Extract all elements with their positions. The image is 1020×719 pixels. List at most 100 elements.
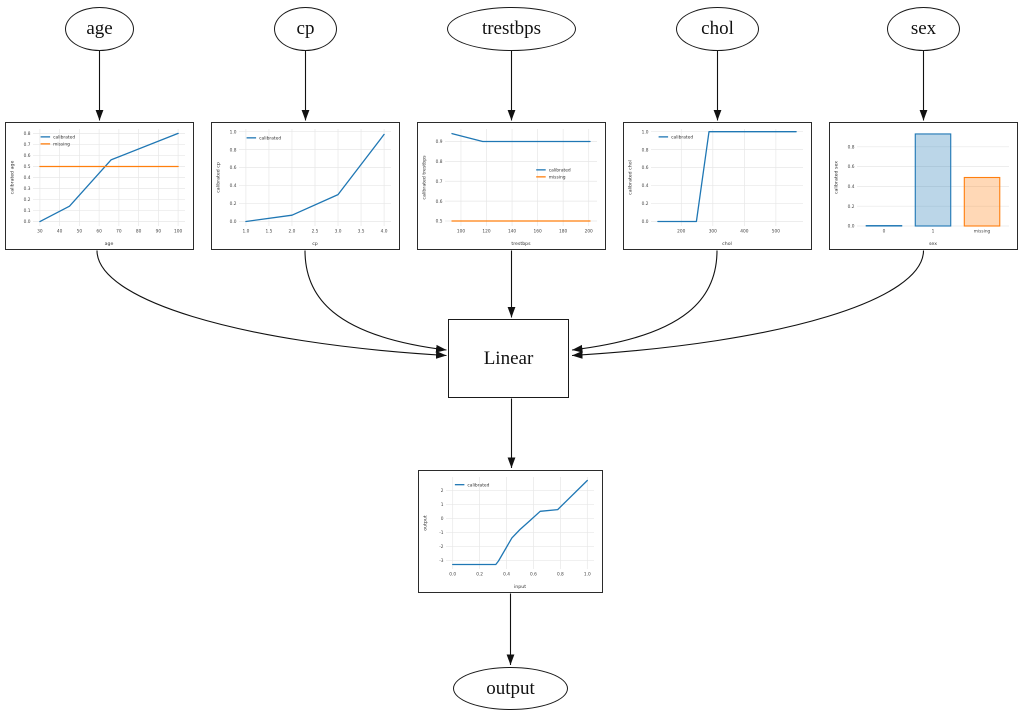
svg-text:180: 180 xyxy=(559,229,567,235)
svg-text:0.6: 0.6 xyxy=(436,199,443,205)
svg-text:80: 80 xyxy=(136,229,142,235)
svg-text:0.2: 0.2 xyxy=(642,201,649,207)
svg-text:200: 200 xyxy=(585,229,593,235)
svg-text:0.0: 0.0 xyxy=(848,224,855,230)
svg-text:calibrated: calibrated xyxy=(467,482,489,488)
svg-text:40: 40 xyxy=(57,229,63,235)
svg-text:90: 90 xyxy=(156,229,162,235)
svg-text:calibrated cp: calibrated cp xyxy=(216,162,222,193)
svg-text:chol: chol xyxy=(722,241,732,247)
svg-text:0.4: 0.4 xyxy=(230,183,237,189)
node-age: age xyxy=(65,7,134,51)
svg-text:0.4: 0.4 xyxy=(24,175,31,181)
svg-text:1.5: 1.5 xyxy=(266,229,273,235)
svg-text:1.0: 1.0 xyxy=(584,572,591,578)
svg-text:0.6: 0.6 xyxy=(642,165,649,171)
edge-cal-chol-linear xyxy=(571,250,718,353)
svg-text:0.2: 0.2 xyxy=(24,197,31,203)
svg-text:0.6: 0.6 xyxy=(530,572,537,578)
svg-text:0.0: 0.0 xyxy=(642,219,649,225)
svg-text:400: 400 xyxy=(740,229,748,235)
svg-text:2.0: 2.0 xyxy=(289,229,296,235)
svg-text:160: 160 xyxy=(534,229,542,235)
svg-text:output: output xyxy=(423,515,429,531)
svg-text:0.7: 0.7 xyxy=(436,179,443,185)
node-linear-label: Linear xyxy=(483,347,534,369)
svg-text:calibrated age: calibrated age xyxy=(10,161,16,195)
svg-text:-3: -3 xyxy=(439,558,444,564)
svg-text:0.8: 0.8 xyxy=(230,147,237,153)
svg-text:age: age xyxy=(105,242,114,247)
svg-text:1.0: 1.0 xyxy=(242,229,249,235)
svg-text:100: 100 xyxy=(174,229,182,235)
svg-text:calibrated trestbps: calibrated trestbps xyxy=(422,155,428,200)
svg-text:2.5: 2.5 xyxy=(312,229,319,235)
svg-text:sex: sex xyxy=(929,242,937,247)
svg-text:2: 2 xyxy=(441,488,444,494)
svg-text:0: 0 xyxy=(441,516,444,522)
svg-text:60: 60 xyxy=(96,229,102,235)
node-sex-label: sex xyxy=(910,18,937,39)
node-trestbps: trestbps xyxy=(447,7,576,51)
svg-text:0.9: 0.9 xyxy=(436,139,443,145)
svg-text:missing: missing xyxy=(974,229,991,235)
svg-text:calibrated: calibrated xyxy=(671,135,693,141)
svg-text:-2: -2 xyxy=(439,544,444,550)
svg-text:missing: missing xyxy=(549,175,566,181)
svg-text:calibrated chol: calibrated chol xyxy=(628,160,634,195)
node-linear: Linear xyxy=(448,319,569,398)
svg-text:0.2: 0.2 xyxy=(476,572,483,578)
svg-text:0.4: 0.4 xyxy=(642,183,649,189)
svg-text:140: 140 xyxy=(508,229,516,235)
svg-text:0.1: 0.1 xyxy=(24,208,31,214)
svg-text:0.4: 0.4 xyxy=(503,572,510,578)
svg-text:0.2: 0.2 xyxy=(848,204,855,210)
svg-text:0.8: 0.8 xyxy=(24,131,31,137)
svg-text:input: input xyxy=(514,584,526,590)
svg-text:3.0: 3.0 xyxy=(335,229,342,235)
svg-text:trestbps: trestbps xyxy=(511,241,531,247)
svg-text:1.0: 1.0 xyxy=(642,129,649,135)
svg-text:0: 0 xyxy=(883,229,886,235)
svg-text:0.5: 0.5 xyxy=(436,219,443,225)
edge-cal-cp-linear xyxy=(304,250,447,353)
node-cp: cp xyxy=(274,7,337,51)
svg-text:0.0: 0.0 xyxy=(449,572,456,578)
svg-text:120: 120 xyxy=(482,229,490,235)
svg-text:0.6: 0.6 xyxy=(24,153,31,159)
node-sex: sex xyxy=(887,7,960,51)
svg-text:0.6: 0.6 xyxy=(848,164,855,170)
svg-text:200: 200 xyxy=(677,229,685,235)
node-output-label: output xyxy=(486,677,535,699)
svg-text:1: 1 xyxy=(441,502,444,508)
svg-text:0.2: 0.2 xyxy=(230,201,237,207)
svg-text:50: 50 xyxy=(77,229,83,235)
svg-text:calibrated: calibrated xyxy=(259,136,281,142)
svg-text:300: 300 xyxy=(709,229,717,235)
node-trestbps-label: trestbps xyxy=(481,18,542,39)
svg-text:1: 1 xyxy=(932,229,935,235)
svg-text:4.0: 4.0 xyxy=(381,229,388,235)
svg-text:0.3: 0.3 xyxy=(24,186,31,192)
node-chol: chol xyxy=(676,7,759,51)
output-calibrator-chart: -3 -2 -1 0 1 2 0.0 0.2 0.4 0.6 0.8 1.0 input output ca… xyxy=(418,470,603,593)
node-output: output xyxy=(453,667,568,710)
svg-text:0.6: 0.6 xyxy=(230,165,237,171)
svg-text:0.8: 0.8 xyxy=(557,572,564,578)
edge-cal-age-linear xyxy=(96,250,447,359)
svg-text:70: 70 xyxy=(116,229,122,235)
svg-text:0.0: 0.0 xyxy=(230,219,237,225)
svg-text:-1: -1 xyxy=(439,530,444,536)
node-chol-label: chol xyxy=(701,18,734,39)
svg-text:0.8: 0.8 xyxy=(848,144,855,150)
svg-text:0.8: 0.8 xyxy=(436,159,443,165)
chart-svg: -3 -2 -1 0 1 2 0.0 0.2 0.4 0.6 0.8 1.0 input output ca… xyxy=(423,477,594,590)
